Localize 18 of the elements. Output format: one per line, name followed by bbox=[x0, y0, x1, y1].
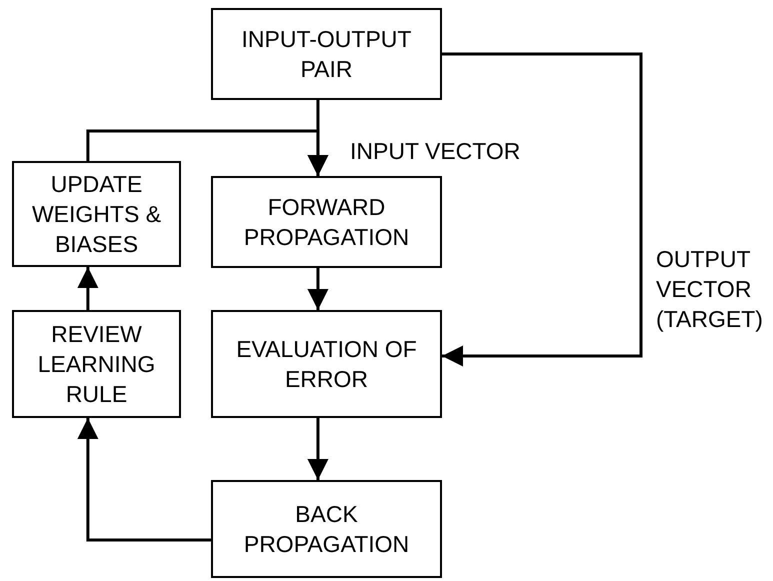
process-box bbox=[211, 8, 442, 100]
box-label: INPUT-OUTPUT PAIR bbox=[240, 25, 412, 84]
box-label: UPDATE WEIGHTS & BIASES bbox=[30, 170, 162, 259]
arrow bbox=[86, 130, 328, 176]
process-box bbox=[12, 161, 181, 267]
box-label: BACK PROPAGATION bbox=[242, 500, 410, 559]
process-box bbox=[211, 310, 442, 418]
process-box bbox=[12, 310, 181, 418]
arrow bbox=[307, 418, 328, 480]
arrow bbox=[77, 418, 211, 542]
arrow bbox=[307, 268, 328, 310]
box-label: EVALUATION OF ERROR bbox=[235, 335, 418, 394]
process-box bbox=[211, 480, 442, 578]
arrow bbox=[77, 267, 98, 310]
process-box bbox=[211, 176, 442, 268]
box-label: REVIEW LEARNING RULE bbox=[36, 320, 156, 409]
box-label: FORWARD PROPAGATION bbox=[242, 193, 410, 252]
arrow bbox=[442, 52, 642, 366]
